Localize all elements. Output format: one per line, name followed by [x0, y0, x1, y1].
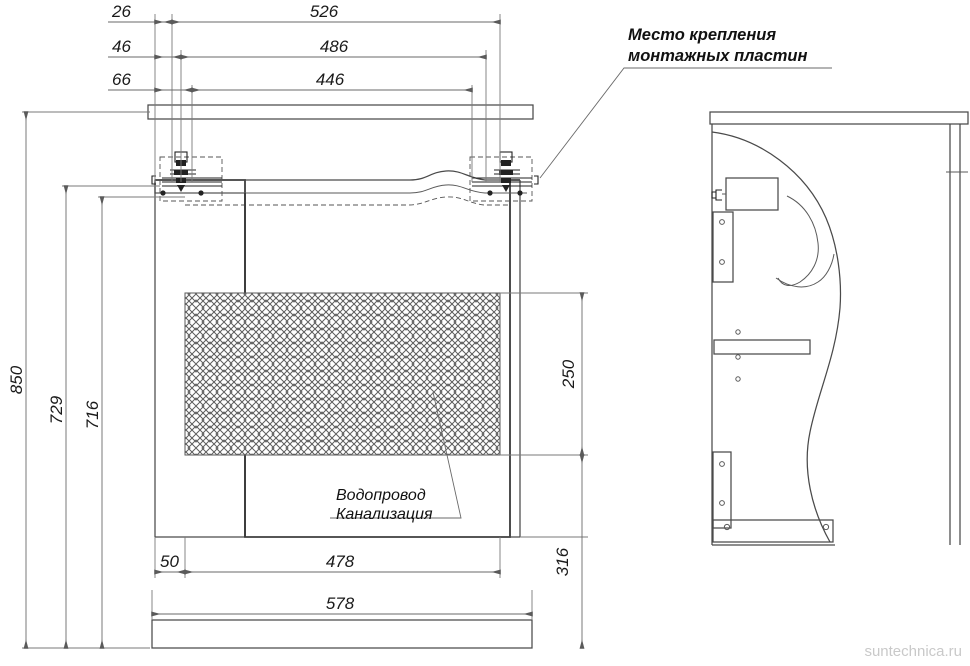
plumbing-note-line1: Водопровод: [336, 487, 426, 504]
mounting-plate-right: [469, 151, 539, 202]
dim-26-label: 26: [111, 2, 131, 21]
plumbing-zone: [184, 292, 501, 456]
cabinet-body: [154, 170, 527, 538]
dim-46-label: 46: [112, 37, 131, 56]
side-bowl-curve: [777, 195, 819, 286]
mounting-note: Место крепления монтажных пластин: [539, 26, 832, 179]
dim-716-label: 716: [83, 400, 102, 429]
dim-316-label: 316: [553, 547, 572, 576]
plumbing-note-line2: Канализация: [336, 506, 433, 523]
dim-446-label: 446: [316, 70, 345, 89]
dim-526-label: 526: [310, 2, 339, 21]
plinth: [151, 619, 533, 649]
dim-729-label: 729: [47, 395, 66, 424]
dim-486-label: 486: [320, 37, 349, 56]
side-plinth: [712, 519, 834, 543]
front-view: [147, 104, 539, 649]
side-rail-bottom: [712, 451, 732, 529]
mounting-note-line2: монтажных пластин: [628, 47, 808, 65]
dim-850-label: 850: [7, 365, 26, 394]
mounting-note-line1: Место крепления: [628, 26, 776, 44]
side-rail-vertical: [712, 211, 734, 283]
dim-578-label: 578: [326, 594, 355, 613]
dimensions-top: 26 526 46 486 66 446: [108, 2, 501, 182]
dim-66-label: 66: [112, 70, 131, 89]
side-front-profile: [711, 131, 842, 543]
watermark: suntechnica.ru: [864, 643, 962, 660]
dimensions-right: 250 316: [500, 292, 588, 649]
dim-50-label: 50: [160, 552, 179, 571]
side-view: [709, 111, 969, 546]
dimensions-bottom: 50 478 578: [151, 537, 533, 620]
side-bracket-top: [711, 177, 779, 211]
side-countertop: [709, 111, 969, 125]
side-shelf-middle: [713, 329, 811, 382]
dim-250-label: 250: [559, 359, 578, 389]
dimensions-left: 850 729 716: [7, 111, 185, 649]
side-bowl-curve-2: [775, 253, 835, 288]
dim-478-label: 478: [326, 552, 355, 571]
plumbing-note: Водопровод Канализация: [330, 391, 462, 523]
